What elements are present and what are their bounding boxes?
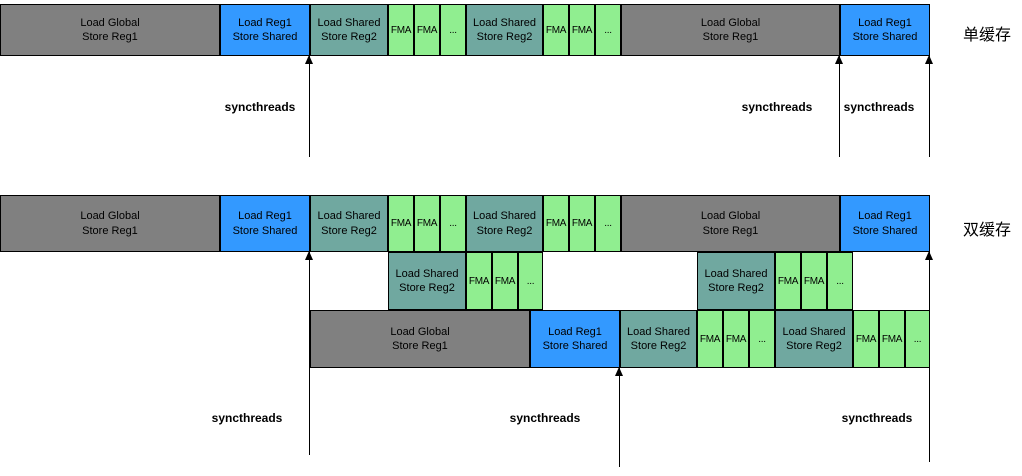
block-load-shared-store-reg2: Load Shared Store Reg2 xyxy=(310,4,388,56)
block-fma: FMA xyxy=(879,310,905,368)
block-load-shared-store-reg2: Load Shared Store Reg2 xyxy=(466,4,543,56)
syncthreads-label: syncthreads xyxy=(843,100,915,114)
block-fma: FMA xyxy=(569,195,595,252)
syncthreads-label: syncthreads xyxy=(741,100,813,114)
syncthreads-arrow-icon xyxy=(615,367,623,467)
block-load-global-store-reg1: Load Global Store Reg1 xyxy=(0,4,220,56)
block-ellipsis: ... xyxy=(595,4,621,56)
block-ellipsis: ... xyxy=(518,252,543,310)
block-fma: FMA xyxy=(723,310,749,368)
block-fma: FMA xyxy=(853,310,879,368)
syncthreads-arrow-icon xyxy=(925,55,933,157)
single-buffer-label: 单缓存 xyxy=(963,27,1012,44)
block-ellipsis: ... xyxy=(905,310,930,368)
block-fma: FMA xyxy=(388,4,414,56)
block-fma: FMA xyxy=(697,310,723,368)
block-ellipsis: ... xyxy=(827,252,853,310)
syncthreads-label: syncthreads xyxy=(841,411,913,425)
syncthreads-label: syncthreads xyxy=(211,411,283,425)
block-load-shared-store-reg2: Load Shared Store Reg2 xyxy=(466,195,543,252)
block-fma: FMA xyxy=(543,4,569,56)
block-load-reg1-store-shared: Load Reg1 Store Shared xyxy=(840,195,930,252)
block-load-shared-store-reg2: Load Shared Store Reg2 xyxy=(775,310,853,368)
block-fma: FMA xyxy=(466,252,492,310)
block-load-shared-store-reg2: Load Shared Store Reg2 xyxy=(697,252,775,310)
block-ellipsis: ... xyxy=(440,195,466,252)
block-fma: FMA xyxy=(388,195,414,252)
syncthreads-label: syncthreads xyxy=(509,411,581,425)
block-fma: FMA xyxy=(414,195,440,252)
syncthreads-arrow-icon xyxy=(305,55,313,157)
block-fma: FMA xyxy=(569,4,595,56)
syncthreads-arrow-icon xyxy=(925,251,933,462)
block-ellipsis: ... xyxy=(749,310,775,368)
block-load-reg1-store-shared: Load Reg1 Store Shared xyxy=(530,310,620,368)
block-load-global-store-reg1: Load Global Store Reg1 xyxy=(0,195,220,252)
block-load-reg1-store-shared: Load Reg1 Store Shared xyxy=(220,195,310,252)
block-fma: FMA xyxy=(492,252,518,310)
block-ellipsis: ... xyxy=(595,195,621,252)
block-load-shared-store-reg2: Load Shared Store Reg2 xyxy=(620,310,697,368)
block-load-shared-store-reg2: Load Shared Store Reg2 xyxy=(310,195,388,252)
block-load-global-store-reg1: Load Global Store Reg1 xyxy=(310,310,530,368)
block-load-global-store-reg1: Load Global Store Reg1 xyxy=(621,4,840,56)
block-load-reg1-store-shared: Load Reg1 Store Shared xyxy=(840,4,930,56)
block-load-reg1-store-shared: Load Reg1 Store Shared xyxy=(220,4,310,56)
double-buffer-label: 双缓存 xyxy=(963,222,1012,239)
syncthreads-arrow-icon xyxy=(835,55,843,157)
syncthreads-arrow-icon xyxy=(305,251,313,455)
block-ellipsis: ... xyxy=(440,4,466,56)
block-fma: FMA xyxy=(775,252,801,310)
block-load-shared-store-reg2: Load Shared Store Reg2 xyxy=(388,252,466,310)
block-fma: FMA xyxy=(543,195,569,252)
syncthreads-label: syncthreads xyxy=(224,100,296,114)
block-load-global-store-reg1: Load Global Store Reg1 xyxy=(621,195,840,252)
block-fma: FMA xyxy=(414,4,440,56)
block-fma: FMA xyxy=(801,252,827,310)
